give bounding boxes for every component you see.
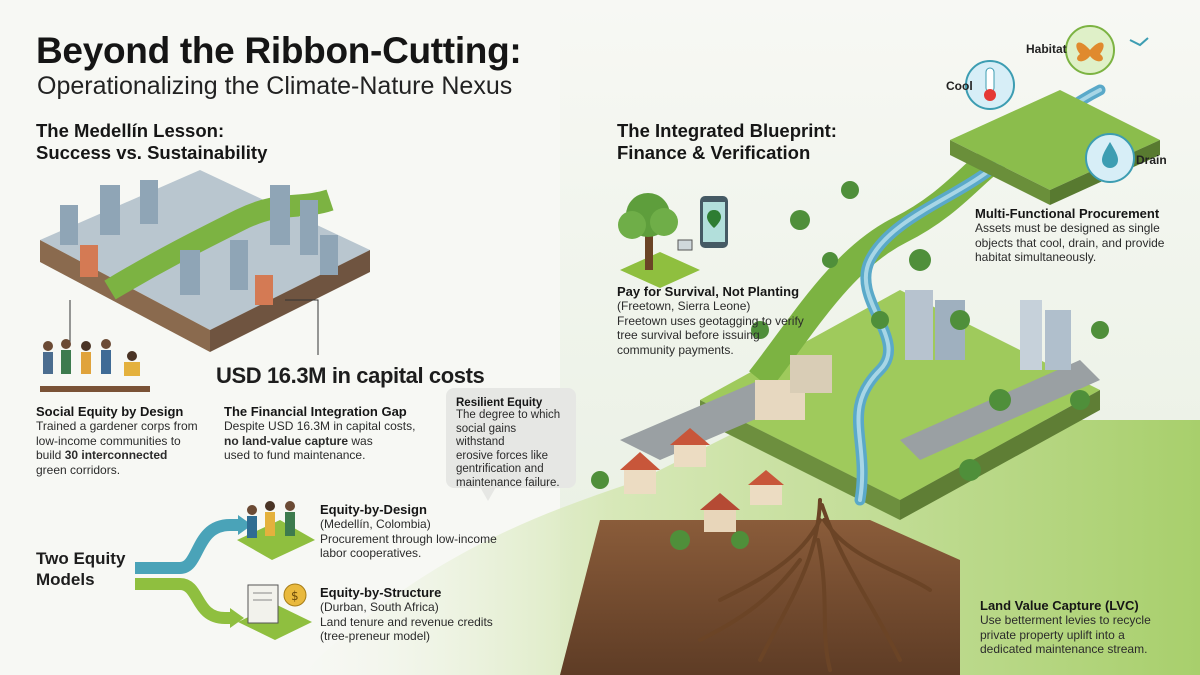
lvc-text: dedicated maintenance stream.	[980, 642, 1148, 656]
drain-label: Drain	[1136, 153, 1167, 167]
cool-icon	[965, 60, 1015, 110]
page-title: Beyond the Ribbon-Cutting:	[36, 30, 522, 71]
page-subtitle: Operationalizing the Climate-Nature Nexu…	[37, 72, 513, 100]
social-equity-text: green corridors.	[36, 462, 121, 477]
pay-for-survival-text: community payments.	[617, 342, 734, 357]
two-equity-models-line1: Two Equity	[36, 549, 126, 568]
capital-costs-figure: USD 16.3M in capital costs	[216, 363, 485, 388]
pay-for-survival-title: Pay for Survival, Not Planting	[617, 284, 800, 299]
lvc-text: private property uplift into a	[980, 627, 1125, 642]
resilient-equity-text: The degree to which	[456, 409, 561, 421]
blueprint-heading-line2: Finance & Verification	[617, 142, 811, 163]
lvc-text: Use betterment levies to recycle	[980, 613, 1151, 627]
equity-by-design-title: Equity-by-Design	[320, 502, 427, 517]
social-equity-block: Social Equity by Design Trained a garden…	[36, 404, 216, 477]
lvc-title: Land Value Capture (LVC)	[980, 598, 1139, 613]
resilient-equity-text: maintenance failure.	[456, 476, 560, 489]
geotag-tree-illustration	[618, 193, 728, 288]
financial-gap-text: used to fund maintenance.	[224, 448, 366, 462]
drain-icon	[1085, 133, 1135, 183]
habitat-icon	[1065, 25, 1115, 75]
equity-by-structure-place: (Durban, South Africa)	[320, 600, 439, 614]
equity-by-structure-title: Equity-by-Structure	[320, 585, 442, 600]
pay-for-survival-text: tree survival before issuing	[617, 328, 760, 342]
trees	[591, 181, 1109, 550]
equity-by-design-block: Equity-by-Design (Medellín, Colombia) Pr…	[320, 502, 520, 561]
procurement-text: Assets must be designed as single	[975, 221, 1160, 235]
cool-label: Cool	[946, 79, 973, 93]
procurement-block: Multi-Functional Procurement Assets must…	[975, 206, 1185, 265]
arrow-equity-structure	[135, 578, 232, 624]
habitat-label: Habitat	[1026, 42, 1067, 56]
two-equity-models-label: Two Equity Models	[36, 548, 125, 590]
blueprint-heading: The Integrated Blueprint: Finance & Veri…	[617, 120, 837, 164]
pay-for-survival-block: Pay for Survival, Not Planting (Freetown…	[617, 284, 832, 357]
financial-gap-text: no land-value capture was	[224, 433, 373, 448]
gardeners-illustration	[40, 339, 150, 392]
tree-roots	[698, 498, 932, 672]
connector-line	[285, 299, 319, 355]
financial-gap-block: The Financial Integration Gap Despite US…	[224, 404, 439, 463]
procurement-title: Multi-Functional Procurement	[975, 206, 1160, 221]
social-equity-text: Trained a gardener corps from	[36, 419, 198, 433]
pay-for-survival-place: (Freetown, Sierra Leone)	[617, 299, 751, 313]
resilient-equity-text: gentrification and	[456, 463, 544, 475]
equity-by-structure-text: (tree-preneur model)	[320, 629, 431, 643]
social-equity-text: build 30 interconnected	[36, 448, 168, 462]
two-equity-models-line2: Models	[36, 570, 95, 589]
procurement-text: habitat simultaneously.	[975, 250, 1097, 264]
equity-by-design-text: Procurement through low-income	[320, 531, 497, 546]
cooperative-workers-illustration	[237, 501, 315, 560]
equity-by-design-place: (Medellín, Colombia)	[320, 517, 431, 531]
arrow-equity-design	[135, 519, 240, 574]
equity-by-design-text: labor cooperatives.	[320, 546, 422, 560]
land-tenure-illustration: $	[238, 583, 312, 640]
financial-gap-title: The Financial Integration Gap	[224, 404, 407, 419]
social-equity-text: low-income communities to	[36, 433, 181, 448]
svg-text:$: $	[291, 589, 299, 603]
houses	[620, 428, 784, 532]
equity-by-structure-block: Equity-by-Structure (Durban, South Afric…	[320, 585, 520, 644]
lvc-block: Land Value Capture (LVC) Use betterment …	[980, 598, 1190, 657]
blueprint-heading-line1: The Integrated Blueprint:	[617, 120, 837, 141]
medellin-heading-line1: The Medellín Lesson:	[36, 120, 225, 141]
resilient-equity-text: erosive forces like	[456, 449, 549, 462]
soil-section	[560, 520, 960, 675]
medellin-heading-line2: Success vs. Sustainability	[36, 142, 268, 163]
medellin-heading: The Medellín Lesson: Success vs. Sustain…	[36, 120, 267, 164]
pay-for-survival-text: Freetown uses geotagging to verify	[617, 313, 804, 328]
equity-by-structure-text: Land tenure and revenue credits	[320, 614, 493, 629]
financial-gap-text: Despite USD 16.3M in capital costs,	[224, 419, 416, 433]
city-platform	[700, 290, 1100, 500]
resilient-equity-text: social gains withstand	[456, 422, 517, 449]
top-block	[950, 90, 1160, 190]
procurement-text: objects that cool, drain, and provide	[975, 235, 1165, 250]
medellin-towers	[60, 180, 338, 305]
social-equity-title: Social Equity by Design	[36, 404, 184, 419]
resilient-equity-title: Resilient Equity	[456, 397, 543, 409]
resilient-equity-callout: Resilient Equity The degree to which soc…	[446, 388, 576, 501]
bird-icon	[1129, 37, 1149, 47]
